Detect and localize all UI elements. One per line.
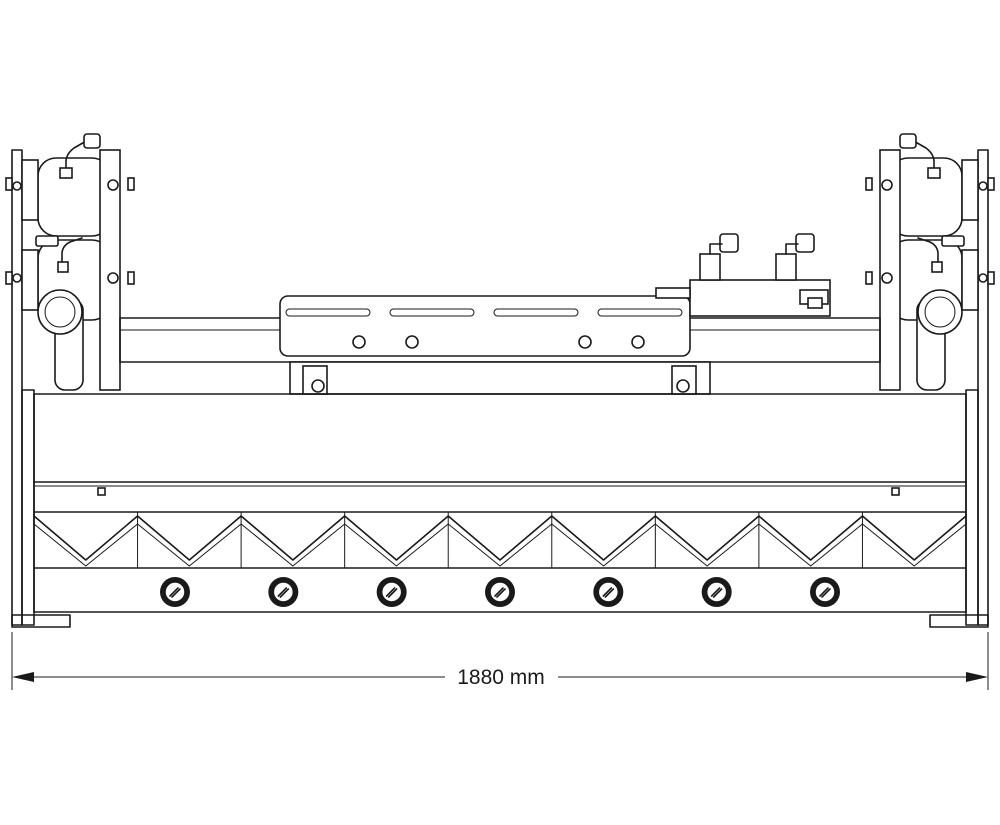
rotor-tooth-edge [655, 523, 760, 567]
rotor-tooth [861, 515, 967, 561]
roller-bolt [160, 577, 190, 607]
roller-bolt [701, 577, 732, 607]
roller-bolt [376, 577, 407, 607]
width-dimension: 1880 mm [11, 632, 989, 690]
rotor-tooth-edge [551, 523, 656, 567]
rotor-tooth-edge [862, 523, 967, 567]
rotor-tooth-edge [758, 523, 863, 567]
rotor-tooth-edge [137, 523, 242, 567]
roller-bolts [160, 577, 840, 607]
left-side-assembly [5, 133, 135, 628]
rotor-tooth-edge [344, 523, 449, 567]
right-side-assembly [865, 133, 995, 628]
rotor-tooth-edge [240, 523, 345, 567]
roller-bolt [485, 577, 515, 607]
mounting-slot [597, 308, 683, 317]
rotor-tooth-edge [33, 523, 138, 567]
rotor-tooth [33, 515, 139, 561]
rotor-tooth [343, 515, 450, 561]
mounting-slot [285, 308, 371, 317]
roller-bolt [810, 577, 840, 607]
rotor-tooth-edge [447, 523, 553, 567]
hydraulic-valve-block [655, 233, 831, 317]
rotor-teeth [33, 512, 967, 568]
roller-bolt [593, 577, 624, 607]
roller-bolt [268, 577, 299, 607]
mounting-slot [493, 308, 579, 317]
dimension-arrow-right [966, 672, 988, 682]
dimension-label: 1880 mm [457, 666, 545, 689]
support-brackets [289, 361, 711, 395]
rotor-tooth [136, 515, 242, 561]
mounting-slot [389, 308, 475, 317]
mounting-plate [279, 295, 691, 357]
dimension-arrow-left [12, 672, 34, 682]
mounting-slots [285, 308, 683, 317]
rotor-tooth [654, 515, 760, 561]
rotor-tooth [447, 515, 553, 561]
rotor-housing [33, 393, 967, 613]
rotor-tooth [758, 515, 864, 561]
rotor-tooth [550, 515, 657, 561]
rotor-tooth [240, 515, 346, 561]
